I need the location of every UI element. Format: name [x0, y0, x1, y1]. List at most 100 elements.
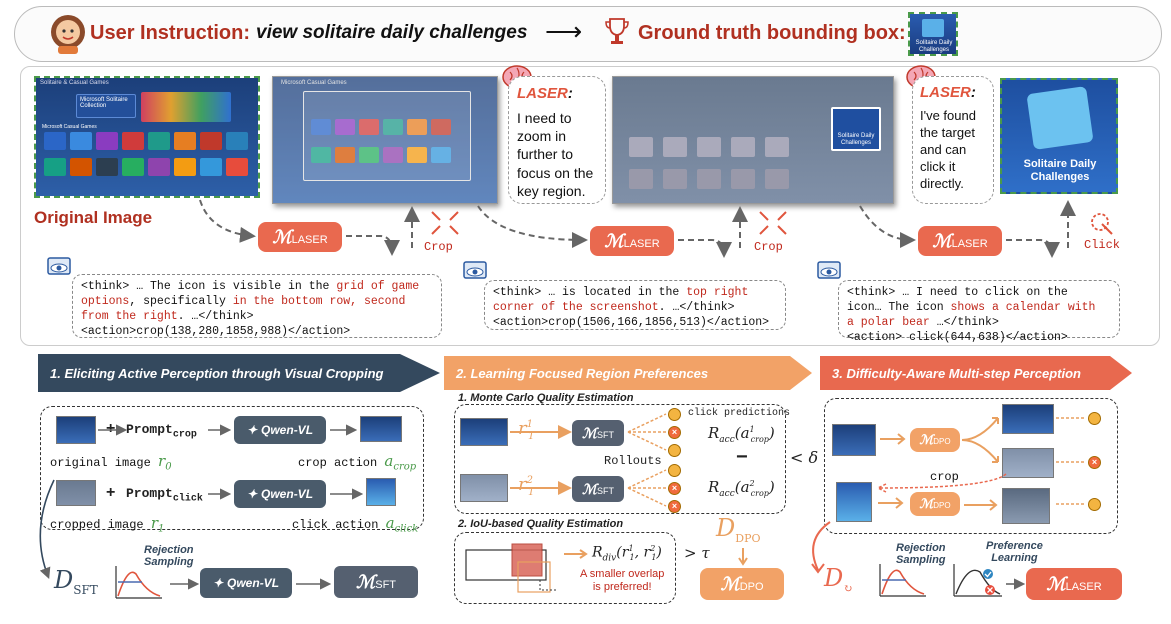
- stage3-arrow-shape: [820, 356, 1132, 390]
- p2-r12-sup: 2: [526, 475, 533, 486]
- p2-racc2-r: R: [708, 478, 720, 496]
- p1-r1: r: [150, 514, 158, 532]
- p3-d-o-sub: ↻: [843, 581, 853, 595]
- p2-rdiv-a4: , r: [634, 544, 651, 561]
- observe-icon-1: [47, 257, 71, 275]
- stage3-title: 3. Difficulty-Aware Multi-step Perceptio…: [832, 365, 1081, 381]
- think-box-2: <think> … is located in the top right co…: [484, 280, 786, 330]
- p1-qwen-box-3: ✦Qwen-VL: [200, 568, 292, 598]
- p3-ok-1: [1088, 412, 1101, 425]
- p1-m-sft-main: ℳ: [355, 572, 376, 592]
- p2-d-dpo-main: D: [716, 514, 736, 542]
- p2-iou-arrow: [564, 549, 588, 559]
- bubble1-text: I need to zoom in further to focus on th…: [517, 110, 594, 199]
- p1-d-sft: DSFT: [54, 566, 98, 597]
- p2-racc1-sub: acc: [719, 435, 735, 445]
- p3-thumb-cropped: [836, 482, 872, 522]
- tb1-action: <action>crop(138,280,1858,988)</action>: [81, 324, 351, 338]
- ground-truth-label: Ground truth bounding box:: [638, 22, 906, 44]
- p1-d-sft-main: D: [54, 566, 74, 594]
- p3-crop-label: crop: [930, 470, 959, 484]
- p2-rdiv-end: ): [656, 544, 662, 561]
- crop-label-2: Crop: [754, 240, 783, 254]
- p2-r11-main: r: [518, 418, 527, 439]
- p1-acrop-sub: crop: [393, 461, 417, 473]
- tb3-l1: <think> … I need to click on the: [847, 286, 1068, 299]
- p1-prompt-word-1: Prompt: [126, 422, 173, 437]
- p1-cla-text: click action: [292, 518, 379, 532]
- p1-rejection: Rejection: [144, 544, 194, 556]
- p2-d-dpo-sub: DPO: [735, 531, 761, 545]
- p2-rdiv-a2: 1: [628, 544, 634, 553]
- laser-model-2: ℳLASER: [590, 226, 674, 256]
- p3-ok-2: [1088, 498, 1101, 511]
- p2-pred-ok-1: [668, 408, 681, 421]
- p3-rejection: Rejection: [896, 542, 946, 554]
- p1-qwen-label-2: Qwen-VL: [261, 487, 314, 501]
- tb3-l2a: icon… The icon: [847, 300, 951, 314]
- p3-thumb-crop-c: [1002, 488, 1050, 524]
- p2-msft2-sub: SFT: [596, 486, 614, 496]
- p1-cropped-thumb: [56, 480, 96, 506]
- bubble2-laser-label: LASER: [920, 84, 971, 101]
- p1-r0-sub: 0: [165, 461, 172, 473]
- tb1-l3a: from the right: [81, 309, 178, 323]
- p1-oi-text: original image: [50, 456, 151, 470]
- p1-crop-thumb: [360, 416, 402, 442]
- p1-r1-sub: 1: [158, 523, 165, 535]
- p1-prompt-word-2: Prompt: [126, 486, 173, 501]
- stage2-arrow-shape: [444, 356, 812, 390]
- qwen-star-icon-1: ✦: [246, 423, 258, 437]
- p3-arrow-3: [964, 499, 998, 511]
- p3-preference-curve: [953, 564, 1002, 597]
- think-box-1: <think> … The icon is visible in the gri…: [72, 274, 442, 338]
- p1-m-sft-sub: SFT: [375, 579, 397, 591]
- tb1-l1b: grid of game: [336, 280, 420, 293]
- p1-aclick-sub: click: [394, 523, 419, 535]
- observe-icon-3: [817, 261, 841, 279]
- p2-r12-main: r: [518, 474, 527, 495]
- p2-pred-ok-2: [668, 444, 681, 457]
- p3-thumb-crop-a: [1002, 404, 1054, 434]
- p1-qwen-box-2: ✦Qwen-VL: [234, 480, 326, 508]
- p2-r11-sup: 1: [526, 419, 533, 430]
- p2-mc-title: 1. Monte Carlo Quality Estimation: [458, 392, 634, 404]
- p2-racc2-arg: (a: [734, 478, 750, 496]
- p3-arrow-1: [880, 433, 906, 445]
- inference-panel: [20, 66, 1160, 346]
- p2-rdiv-r: R: [592, 544, 603, 561]
- p2-r11: r11: [518, 418, 534, 442]
- p1-acrop: a: [384, 452, 394, 470]
- bubble1-laser-label: LASER: [517, 85, 568, 102]
- p2-rdiv-a5: 2: [650, 544, 656, 553]
- instruction-label: User Instruction:: [90, 22, 251, 44]
- instruction-text: view solitaire daily challenges: [256, 22, 528, 43]
- thumb4-target: Solitaire Daily Challenges: [1023, 158, 1097, 184]
- tb3-action: <action> click(644,638)</action>: [847, 330, 1068, 344]
- click-icon: [1091, 213, 1113, 235]
- p2-iou-panel: [454, 532, 676, 604]
- thumb1-header: Microsoft Solitaire Collection: [80, 97, 128, 109]
- p3-wrong-1: ×: [1088, 456, 1101, 469]
- p2-racc2-end: ): [768, 478, 775, 496]
- p1-aclick: a: [385, 514, 395, 532]
- original-screenshot: Solitaire & Casual Games Microsoft Solit…: [34, 76, 260, 198]
- p2-d-dpo: DDPO: [716, 514, 761, 545]
- instruction-banner: [14, 6, 1162, 62]
- qwen-star-icon-2: ✦: [246, 487, 258, 501]
- p2-racc1-arg: (a: [734, 424, 750, 442]
- bubble1-sep: :: [567, 85, 573, 102]
- p2-rdiv-sub: div: [602, 553, 617, 564]
- tb3-l2b: shows a calendar with: [950, 300, 1096, 314]
- p2-pred-ok-3: [668, 464, 681, 477]
- observe-icon-2: [463, 261, 487, 279]
- p1-click-thumb: [366, 478, 396, 506]
- p1-m-sft: ℳSFT: [334, 566, 418, 598]
- tb3-l3a: a polar bear: [847, 315, 930, 329]
- crop1-screenshot: Microsoft Casual Games: [272, 76, 498, 204]
- p3-mdpo2-sub: DPO: [933, 501, 951, 510]
- stage1-arrow-shape: [38, 354, 440, 392]
- p2-m-sft-1: ℳSFT: [572, 420, 624, 446]
- p3-d-o-main: D: [824, 564, 844, 592]
